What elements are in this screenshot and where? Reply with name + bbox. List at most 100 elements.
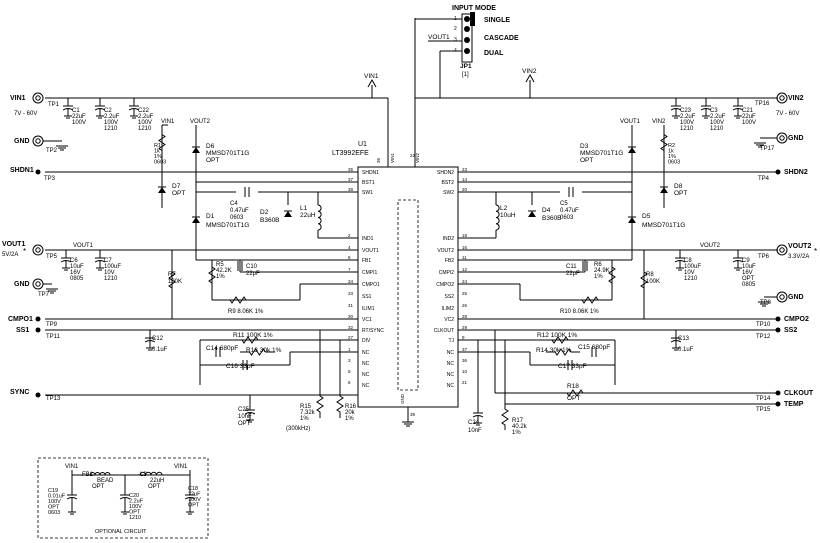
c22-label-line: 2.2uF: [138, 114, 154, 120]
ss2-label: SS2: [784, 327, 797, 334]
c20-label-line: 2.2uF: [129, 499, 144, 505]
r16-symbol: [336, 390, 344, 418]
ic-pin-vin1-num: 36: [376, 157, 381, 163]
ground-symbol: [758, 301, 770, 307]
l1-symbol: [317, 204, 322, 231]
ic-exposed-pad: [397, 199, 419, 391]
ic-right-pin-cmpo2: CMPO2: [436, 282, 454, 288]
c22-symbol: [128, 98, 140, 119]
mode-cascade: CASCADE: [484, 35, 519, 42]
r6-label-line: 24.9K: [594, 268, 610, 274]
turret-terminal: [32, 135, 44, 147]
ic-left-pin-cmpo1: CMPO1: [362, 282, 380, 288]
l3-label-line: L3: [140, 472, 147, 478]
ic-right-pin-fb2: FB2: [445, 258, 454, 264]
gnd4-tp: TP8: [760, 300, 772, 306]
mode-dual: DUAL: [484, 50, 504, 57]
gnd1-tp: TP2: [46, 148, 58, 154]
r5-label-line: R5: [216, 262, 224, 268]
ic-left-pin-num: 1: [348, 347, 351, 352]
vout1-net: VOUT1: [73, 243, 94, 249]
r15-label-line: 7.32k: [300, 410, 316, 416]
c9-label-line: OPT: [742, 276, 755, 282]
r9-label: R9 8.06K 1%: [228, 309, 264, 315]
ic-left-pin-nc: NC: [362, 372, 370, 378]
c9-label-line: 0805: [742, 282, 756, 288]
ic-left-pin-div: DIV: [362, 338, 371, 344]
ic-left-pin-ind1: IND1: [362, 236, 374, 242]
d3-label-line: OPT: [580, 157, 593, 164]
c6-label-line: 10uF: [70, 264, 84, 270]
r2-label-line: 0603: [668, 160, 680, 166]
c3-label-line: 1210: [710, 126, 724, 132]
l2-symbol: [495, 204, 500, 231]
turret-terminal: [776, 92, 788, 104]
jumper-jp1: [461, 13, 473, 63]
ic-right-pin-num: 10: [462, 369, 468, 374]
r15-symbol: [316, 390, 324, 418]
ic-right-pin-num: 37: [462, 347, 468, 352]
ic-right-pin-num: 23: [462, 167, 468, 172]
d8-label-line: D8: [674, 183, 683, 190]
c6-symbol: [60, 250, 72, 271]
c2-label-line: 100V: [104, 120, 118, 126]
testpoint-dot: [35, 169, 41, 175]
vout2-net: VOUT2: [700, 243, 721, 249]
ic-right-pin-num: 24: [462, 279, 468, 284]
c20-label-line: OPT: [129, 510, 141, 516]
turret-terminal: [776, 244, 788, 256]
r16-label-line: 20k: [345, 410, 356, 416]
c15-label: C15 680pF: [578, 344, 610, 351]
c19-label-line: C19: [48, 488, 58, 494]
r8-label-line: 100K: [646, 279, 660, 285]
c18-label-line: OPT: [188, 503, 200, 509]
ic-left-pin-shdn1: SHDN1: [362, 170, 379, 176]
ic-left-pin-vout1: VOUT1: [362, 248, 379, 254]
c3-label-line: 2.2uF: [710, 114, 726, 120]
c7-symbol: [94, 250, 106, 271]
c8-symbol: [674, 250, 686, 271]
r17-label-line: R17: [512, 418, 524, 424]
r17-label-line: 40.2k: [512, 424, 528, 430]
c9-label-line: 16V: [742, 270, 753, 276]
gnd2-label: GND: [788, 135, 804, 142]
r14-symbol: [546, 348, 580, 356]
r2-label-line: R2: [668, 143, 675, 149]
ic-right-pin-num: 18: [462, 233, 468, 238]
c12-label-line: 0.1uF: [152, 347, 168, 353]
c9-label-line: C9: [742, 258, 750, 264]
r12-label: R12 100K 1%: [537, 332, 577, 339]
ic-right-pin-num: 20: [462, 187, 468, 192]
ic-right-pin-ind2: IND2: [443, 236, 455, 242]
vout1-sub: 5V/2A: [2, 252, 18, 258]
c25-label-line: 10nF: [238, 414, 252, 420]
d3-label-line: D3: [580, 143, 589, 150]
r15-label-line: R15: [300, 404, 312, 410]
ic-left-pin-sw1: SW1: [362, 190, 373, 196]
c14-symbol: [215, 347, 221, 357]
vin2-range: 7V - 60V: [776, 111, 799, 117]
fb1-symbol: [89, 472, 111, 476]
vout2-star: *: [814, 247, 817, 256]
c23-label-line: 2.2uF: [680, 114, 696, 120]
c4-symbol: [244, 187, 250, 197]
r18-label-line: OPT: [567, 395, 580, 402]
ic-right-pin-clkout: CLKOUT: [434, 328, 454, 334]
c21-symbol: [732, 98, 744, 119]
c1-label-line: 22uF: [72, 114, 86, 120]
l1-label-line: L1: [300, 205, 308, 212]
c4-label-line: C4: [230, 201, 238, 207]
r6-label-line: R6: [594, 262, 602, 268]
r2-label-line: 1%: [668, 154, 676, 160]
r1-label-line: R1: [154, 143, 161, 149]
fb1-opt: OPT: [92, 484, 105, 490]
